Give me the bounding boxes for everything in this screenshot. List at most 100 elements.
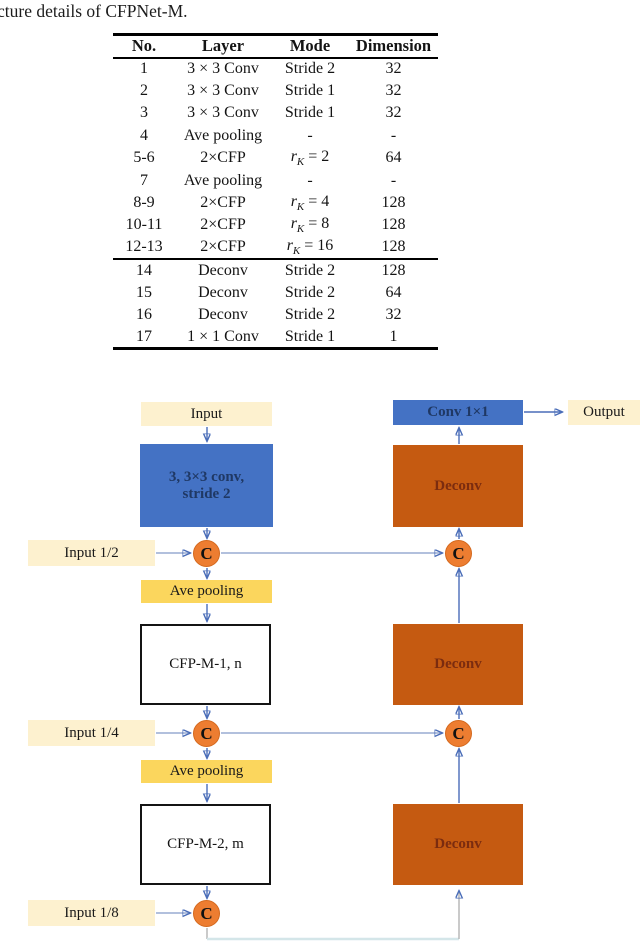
concat-letter: C <box>200 723 213 743</box>
architecture-table-header-row: No. Layer Mode Dimension <box>113 35 438 58</box>
concat-node-right-1: C <box>445 540 472 567</box>
table-cell: rK = 4 <box>290 192 330 214</box>
concat-node-right-2: C <box>445 720 472 747</box>
input-eighth-label: Input 1/8 <box>28 900 155 926</box>
table-cell: 7 <box>140 171 148 189</box>
concat-letter: C <box>200 543 213 563</box>
column-header: Mode <box>289 36 331 56</box>
table-cell: 2×CFP <box>200 216 246 234</box>
input-half-text: Input 1/2 <box>64 544 119 561</box>
conv-1x1-text: Conv 1×1 <box>427 404 489 420</box>
table-cell: Deconv <box>198 305 248 323</box>
table-cell: Stride 2 <box>284 60 336 78</box>
table-cell: - <box>307 126 313 144</box>
deconv-block-1: Deconv <box>393 445 523 527</box>
cfp-block-2-text: CFP-M-2, m <box>167 836 244 852</box>
deconv-label: Deconv <box>434 656 482 672</box>
table-cell: 3 × 3 Conv <box>187 82 259 100</box>
table-cell: 32 <box>385 82 402 100</box>
concat-node-2: C <box>193 720 220 747</box>
output-label-text: Output <box>583 404 625 420</box>
concat-node-1: C <box>193 540 220 567</box>
ave-pooling-text: Ave pooling <box>169 763 244 779</box>
cfp-block-2: CFP-M-2, m <box>140 804 271 885</box>
conv-stem-line2: stride 2 <box>182 485 231 502</box>
conv-stem-line1: 3, 3×3 conv, <box>168 468 245 485</box>
table-cell: 32 <box>385 104 402 122</box>
table-row: 4 Ave pooling - - <box>113 125 438 147</box>
column-header: Layer <box>201 36 245 56</box>
table-cell: 64 <box>385 283 402 301</box>
table-cell: Stride 2 <box>284 283 336 301</box>
table-cell: 4 <box>140 126 148 144</box>
input-label-text: Input <box>190 405 223 422</box>
ave-pooling-block-1: Ave pooling <box>141 580 272 603</box>
input-quarter-text: Input 1/4 <box>64 724 119 741</box>
table-cell: 3 × 3 Conv <box>187 60 259 78</box>
table-cell: - <box>307 171 313 189</box>
table-cell: Ave pooling <box>183 171 263 189</box>
table-cell: Deconv <box>198 261 248 279</box>
input-quarter-label: Input 1/4 <box>28 720 155 746</box>
table-cell: 128 <box>381 194 406 212</box>
table-cell: rK = 16 <box>286 237 334 258</box>
table-row: 17 1 × 1 Conv Stride 1 1 <box>113 326 438 348</box>
concat-letter: C <box>452 723 465 743</box>
conv-stem-block: 3, 3×3 conv, stride 2 <box>140 444 273 527</box>
column-header: Dimension <box>355 36 432 56</box>
table-cell: Stride 2 <box>284 305 336 323</box>
deconv-block-3: Deconv <box>393 804 523 885</box>
table-cell: 3 <box>140 104 148 122</box>
input-label: Input <box>141 402 272 426</box>
table-cell: 1 <box>389 327 398 345</box>
table-cell: 1 <box>140 60 148 78</box>
column-header: No. <box>131 36 157 56</box>
table-cell: 32 <box>385 305 402 323</box>
table-row: 8-9 2×CFP rK = 4 128 <box>113 192 438 214</box>
table-cell: Stride 2 <box>284 261 336 279</box>
table-cell: 10-11 <box>125 216 163 234</box>
concat-node-3: C <box>193 900 220 927</box>
deconv-label: Deconv <box>434 836 482 852</box>
table-cell: 1 × 1 Conv <box>187 327 259 345</box>
concat-letter: C <box>200 903 213 923</box>
table-cell: rK = 8 <box>290 215 330 236</box>
table-cell: 15 <box>136 283 152 301</box>
concat-letter: C <box>452 543 465 563</box>
cfp-block-1: CFP-M-1, n <box>140 624 271 705</box>
table-cell: 8-9 <box>133 194 155 212</box>
table-cell: Stride 1 <box>284 104 336 122</box>
table-cell: - <box>390 126 397 144</box>
table-caption: cture details of CFPNet-M. <box>0 1 188 21</box>
output-label: Output <box>568 400 640 425</box>
table-row: 1 3 × 3 Conv Stride 2 32 <box>113 58 438 80</box>
table-cell: 5-6 <box>133 149 155 167</box>
table-cell: 128 <box>381 216 406 234</box>
deconv-block-2: Deconv <box>393 624 523 705</box>
table-cell: Ave pooling <box>183 126 263 144</box>
conv-1x1-block: Conv 1×1 <box>393 400 523 425</box>
ave-pooling-block-2: Ave pooling <box>141 760 272 783</box>
table-cell: 2 <box>140 82 148 100</box>
table-cell: Stride 1 <box>284 327 336 345</box>
ave-pooling-text: Ave pooling <box>169 583 244 599</box>
table-cell: 2×CFP <box>200 194 246 212</box>
table-cell: 32 <box>385 60 402 78</box>
table-cell: 2×CFP <box>200 149 246 167</box>
input-eighth-text: Input 1/8 <box>64 904 119 921</box>
table-cell: 128 <box>381 238 406 256</box>
table-cell: 17 <box>136 327 152 345</box>
table-cell: 14 <box>136 261 152 279</box>
